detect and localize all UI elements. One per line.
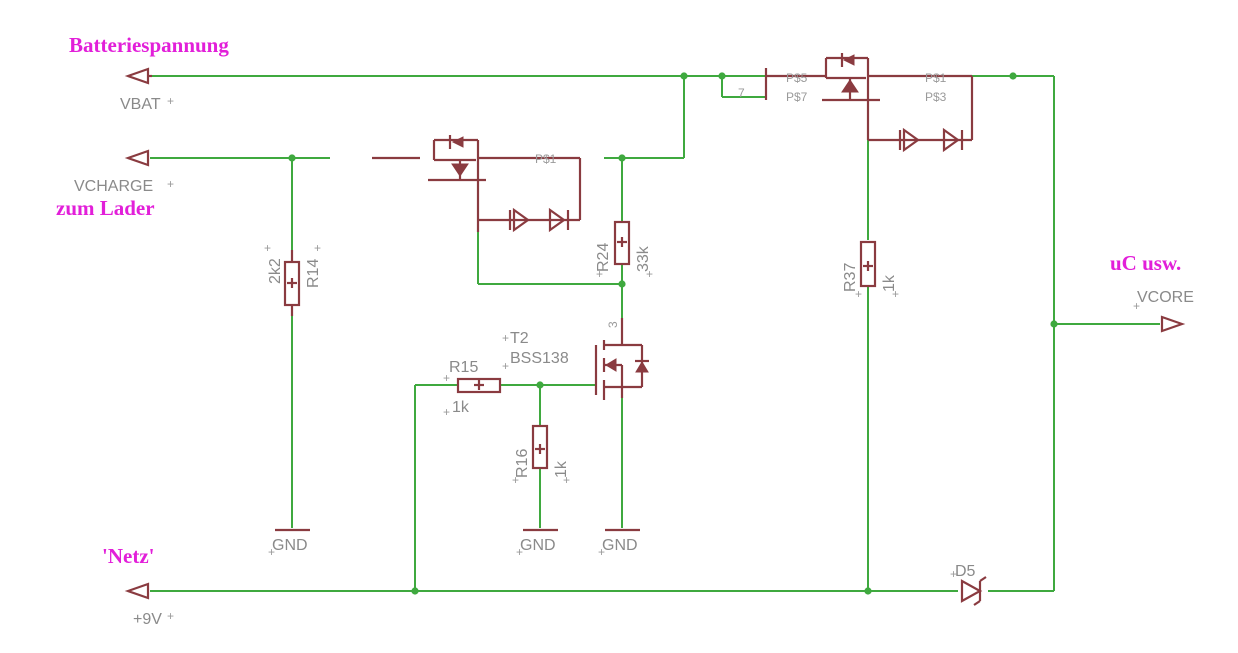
r16-name: R16: [514, 449, 531, 478]
svg-text:+: +: [892, 287, 899, 301]
charger-annotation: zum Lader: [56, 196, 155, 220]
vcharge-label: VCHARGE: [74, 178, 153, 195]
uc-annotation: uC usw.: [1110, 251, 1181, 275]
qr-pin-c: P$1: [925, 71, 947, 85]
svg-text:+: +: [264, 241, 271, 255]
t2-pin: 3: [606, 321, 620, 328]
origin-marks: + + + + + + + + + + + + + + + + + + + +: [167, 94, 1140, 623]
svg-text:+: +: [443, 371, 450, 385]
d5-name: D5: [955, 563, 976, 580]
svg-text:+: +: [167, 177, 174, 191]
vbat-label: VBAT: [120, 96, 161, 113]
svg-text:+: +: [596, 267, 603, 281]
vcore-label: VCORE: [1137, 289, 1194, 306]
svg-text:+: +: [646, 267, 653, 281]
vcore-port-icon: [1160, 315, 1186, 333]
svg-text:+: +: [598, 545, 605, 559]
svg-text:+: +: [512, 473, 519, 487]
qr-pin-b: P$7: [786, 90, 808, 104]
qr-pin-a: P$5: [786, 71, 808, 85]
ql-pin-a: P$1: [535, 152, 557, 166]
port-arrows: [124, 67, 1186, 600]
resistor-r24: [613, 220, 631, 266]
junctions: [288, 72, 1058, 595]
svg-text:+: +: [167, 609, 174, 623]
mosfet-t2: [594, 318, 649, 400]
r37-name: R37: [842, 263, 859, 292]
svg-text:+: +: [443, 405, 450, 419]
r15-value: 1k: [452, 399, 470, 416]
svg-text:+: +: [268, 545, 275, 559]
r37-value: 1k: [881, 274, 898, 292]
svg-text:+: +: [502, 331, 509, 345]
vcharge-port-icon: [124, 149, 150, 167]
diode-d5: [960, 576, 987, 606]
mains-annotation: 'Netz': [102, 544, 154, 568]
resistor-r14: [283, 250, 301, 316]
svg-text:+: +: [1133, 299, 1140, 313]
qr-pin-d: P$3: [925, 90, 947, 104]
gnd-label-3: GND: [602, 537, 638, 554]
battery-annotation: Batteriespannung: [69, 33, 229, 57]
mosfet-left: [372, 135, 582, 233]
svg-text:+: +: [167, 94, 174, 108]
resistor-r16: [531, 424, 549, 470]
resistor-r37: [859, 240, 877, 288]
gnd-label-2: GND: [520, 537, 556, 554]
vbat-port-icon: [124, 67, 150, 85]
t2-value: BSS138: [510, 350, 569, 367]
r24-value: 33k: [635, 245, 652, 272]
svg-text:+: +: [563, 473, 570, 487]
svg-text:+: +: [502, 359, 509, 373]
mosfet-right: [764, 53, 974, 153]
r15-name: R15: [449, 359, 478, 376]
gnd-label-1: GND: [272, 537, 308, 554]
t2-name: T2: [510, 330, 529, 347]
resistor-r15: [456, 377, 502, 394]
svg-text:+: +: [950, 567, 957, 581]
qr-pin-num: 7: [738, 86, 745, 100]
r24-name: R24: [595, 243, 612, 272]
r14-name: R14: [305, 259, 322, 288]
r16-value: 1k: [553, 460, 570, 478]
svg-text:+: +: [516, 545, 523, 559]
r14-value: 2k2: [267, 258, 284, 284]
v9-port-icon: [124, 582, 150, 600]
wires: [150, 75, 1160, 592]
v9-label: +9V: [133, 611, 162, 628]
svg-text:+: +: [855, 287, 862, 301]
svg-text:+: +: [314, 241, 321, 255]
